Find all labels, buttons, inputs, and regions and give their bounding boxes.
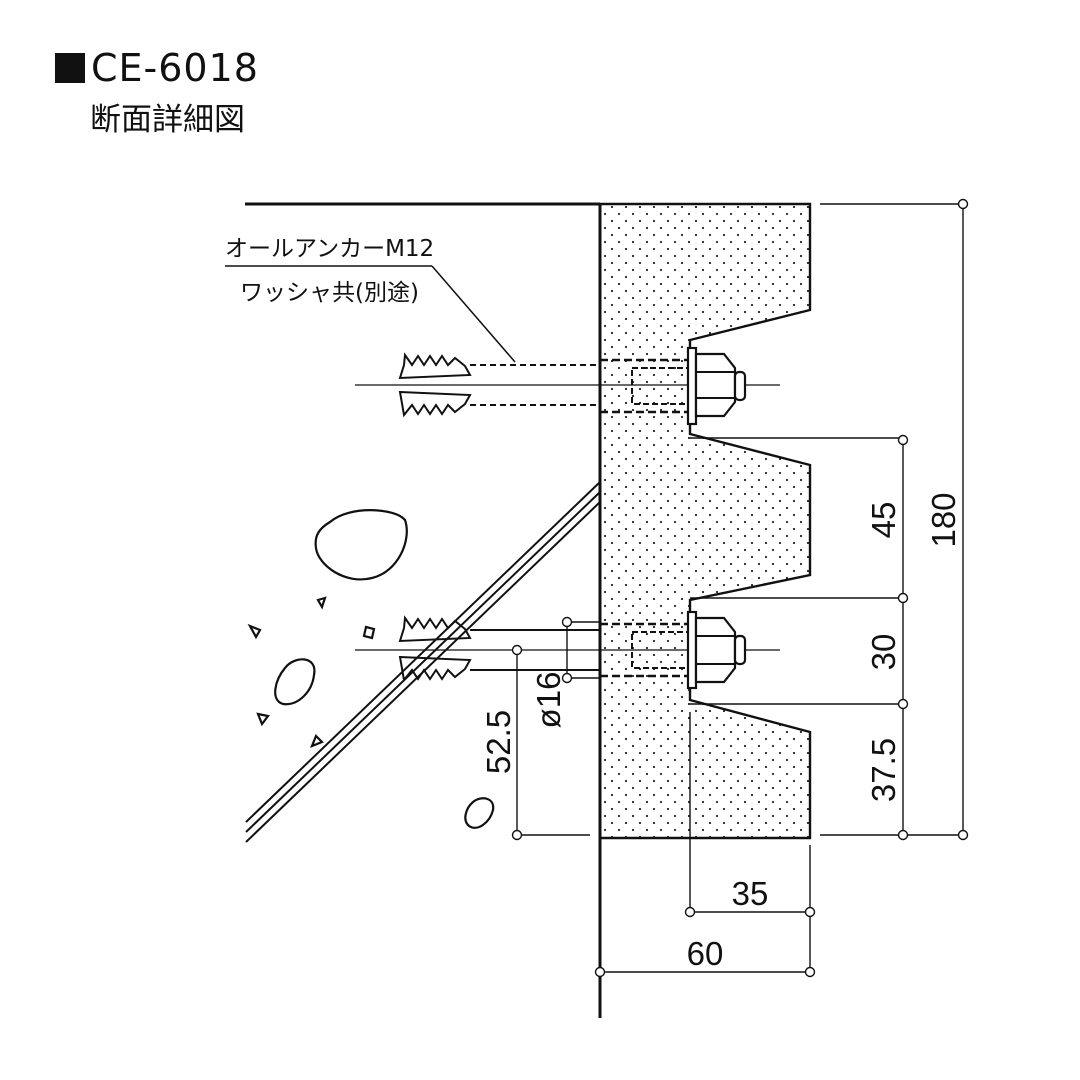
chip-3 [362,625,376,640]
wall-structure [245,202,602,1018]
black-square-icon [55,53,85,83]
dim-anchor-offset: 52.5 [480,710,517,774]
chip-1 [316,596,327,610]
hex-nut-upper [694,352,737,418]
anchor-bolt-lower [355,610,780,690]
product-code-title: CE-6018 [91,46,259,90]
washer-lower [686,610,698,690]
dim-middle-pitch: 30 [865,634,902,671]
anchor-sleeve-lower-bot [398,655,472,683]
hex-nut-lower [694,616,737,684]
stone-large [314,509,408,581]
slope-line-2 [245,491,601,833]
dimension-lines [511,198,969,978]
dim-bolt-offset: 35 [732,875,769,912]
callout-line-1: オールアンカーM12 [225,236,434,262]
anchor-sleeve-lower-top [398,615,472,643]
anchor-sleeve-upper-top [398,352,472,380]
aggregate-stones [247,509,495,829]
bolt-tip-lower [733,634,747,666]
section-detail-subtitle: 断面詳細図 [90,102,245,138]
slope-line-1 [245,481,601,823]
callout-line-2: ワッシャ共(別途) [240,280,419,306]
dimension-labels: 180 45 30 37.5 52.5 ø16 35 60 [480,492,962,972]
dim-upper-pitch: 45 [865,502,902,539]
drawing-header: CE-6018 断面詳細図 [55,42,259,138]
rubber-profile [598,202,812,840]
dim-total-height: 180 [925,492,962,547]
dim-hole-diameter: ø16 [530,672,567,729]
anchor-sleeve-upper-bot [398,390,472,418]
chip-5 [310,734,324,748]
chip-4 [256,712,270,727]
anchor-bolt-upper [355,346,780,426]
title-row: CE-6018 [55,42,259,94]
stone-lower [464,797,495,829]
washer-upper [686,346,698,426]
chip-2 [247,623,262,640]
stone-medium [274,658,316,706]
bolt-tip-upper [733,370,747,402]
anchor-callout: オールアンカーM12 ワッシャ共(別途) [225,236,516,363]
dim-bottom-offset: 37.5 [865,738,902,802]
dim-thickness: 60 [687,935,724,972]
